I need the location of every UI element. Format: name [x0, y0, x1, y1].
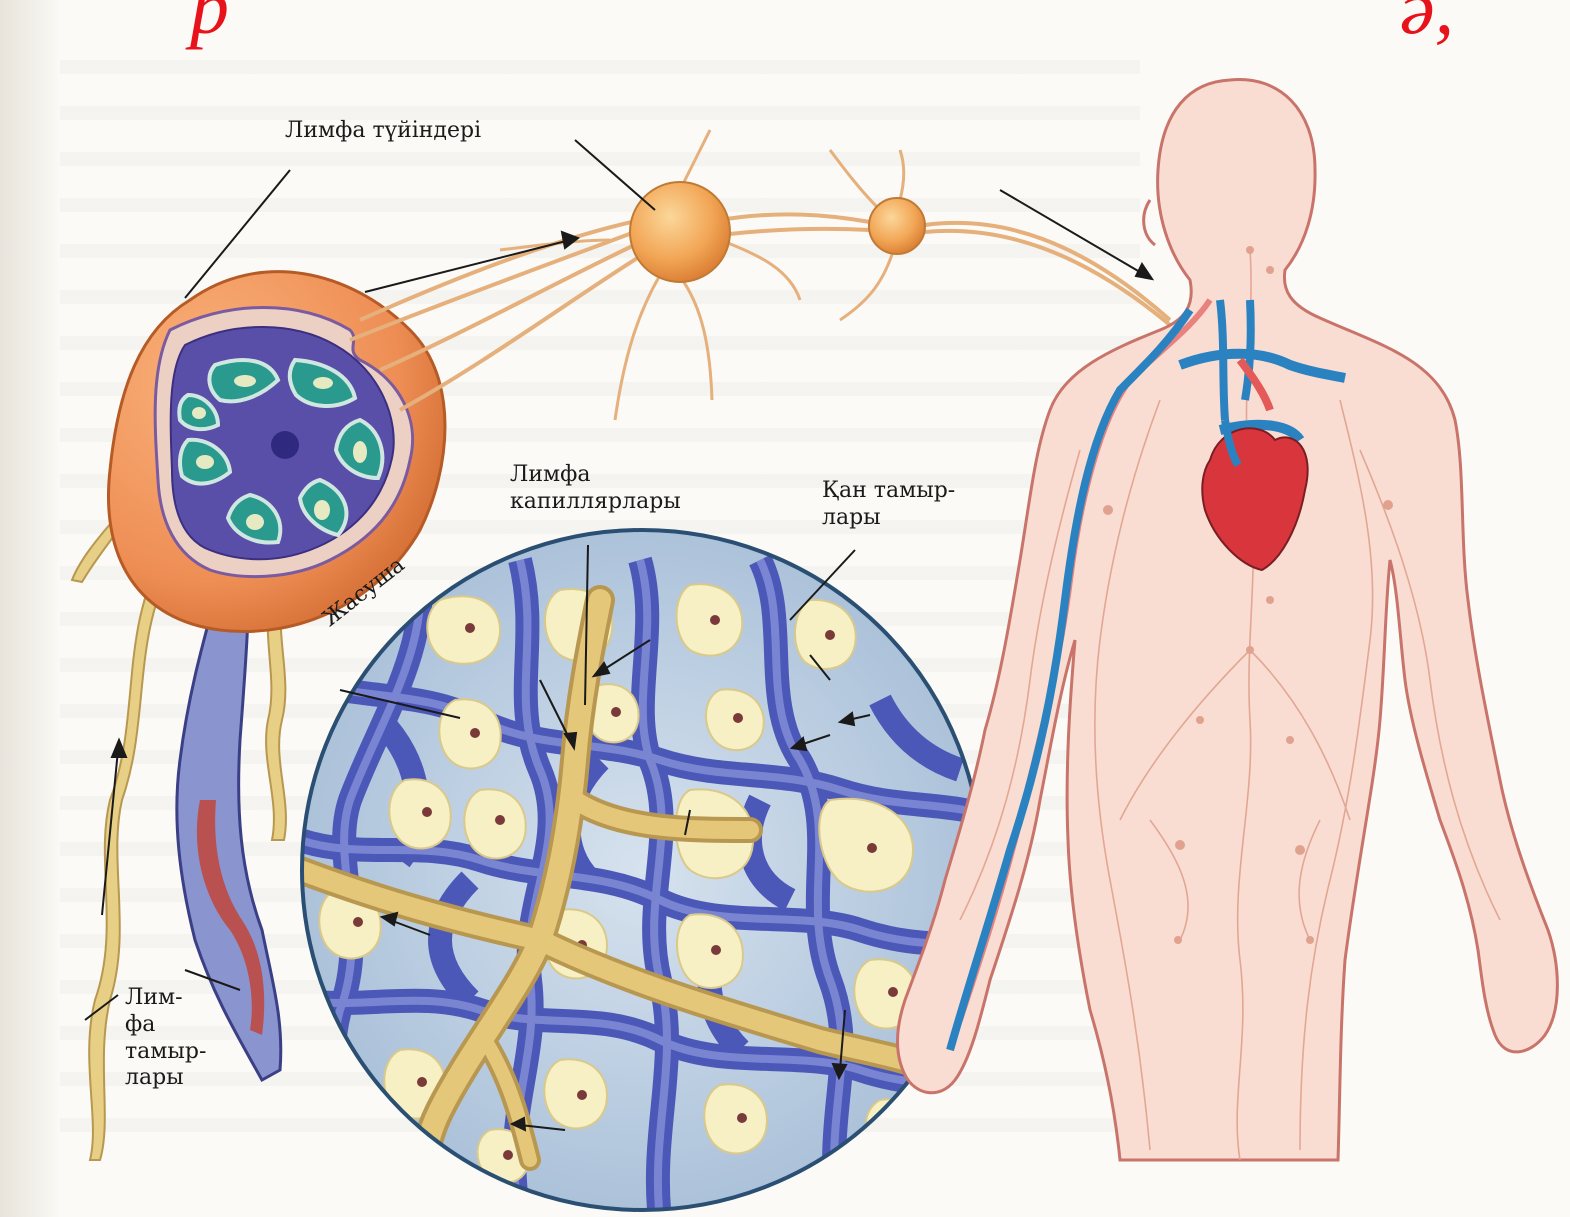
label-lymph-nodes: Лимфа түйіндері — [285, 118, 481, 145]
human-body-figure — [898, 80, 1558, 1160]
label-lymph-capillaries: Лимфа капиллярлары — [510, 462, 681, 516]
label-lymph-vessels: Лим- фа тамыр- лары — [125, 985, 206, 1092]
lymph-node-small-2 — [869, 198, 925, 254]
tissue-magnified-view — [300, 530, 1000, 1217]
lymph-node-small-1 — [630, 182, 730, 282]
label-blood-vessels: Қан тамыр- лары — [822, 478, 955, 532]
efferent-lymph-vessels — [350, 130, 1170, 420]
